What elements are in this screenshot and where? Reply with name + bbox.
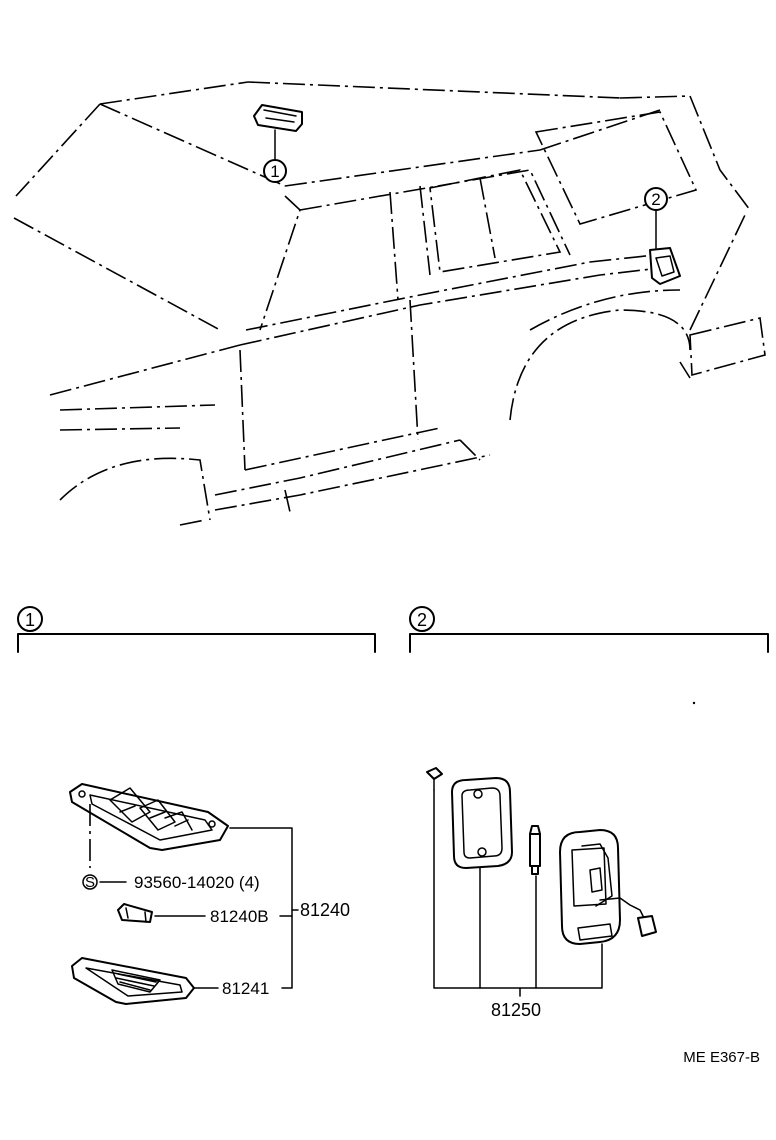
callout-2: 2: [644, 187, 668, 211]
speck: [692, 701, 696, 705]
assembly-bracket-2: [433, 789, 603, 997]
assembly-bracket-1: [229, 827, 299, 989]
screw-part-number: 93560-14020 (4): [134, 873, 260, 892]
cargo-lamp-gasket: [451, 777, 513, 869]
assembly-part-number-2: 81250: [491, 1000, 541, 1020]
dome-lamp-base: [69, 783, 229, 851]
vehicle-illustration: [13, 81, 766, 526]
dome-lamp-lens: [71, 957, 195, 1005]
svg-text:2: 2: [417, 610, 427, 630]
figure-reference: ME E367-B: [683, 1049, 760, 1066]
cargo-lamp-location: [649, 209, 681, 285]
dome-lamp-location: [253, 104, 303, 161]
section-1-header: 1: [17, 606, 376, 653]
callout-1: 1: [263, 159, 287, 183]
svg-text:2: 2: [651, 190, 660, 209]
festoon-bulb: [117, 903, 153, 923]
cargo-lamp-housing: [559, 829, 657, 945]
assembly-part-number-1: 81240: [300, 900, 350, 920]
lens-part-number: 81241: [222, 979, 269, 998]
bulb-part-number: 81240B: [210, 907, 269, 926]
screw-symbol: S: [82, 874, 98, 891]
svg-text:1: 1: [270, 162, 279, 181]
cargo-lamp-screw: [426, 767, 443, 791]
section-2-header: 2: [409, 606, 769, 653]
svg-text:S: S: [85, 874, 95, 891]
cargo-lamp-bulb: [529, 825, 541, 875]
svg-text:1: 1: [25, 610, 35, 630]
